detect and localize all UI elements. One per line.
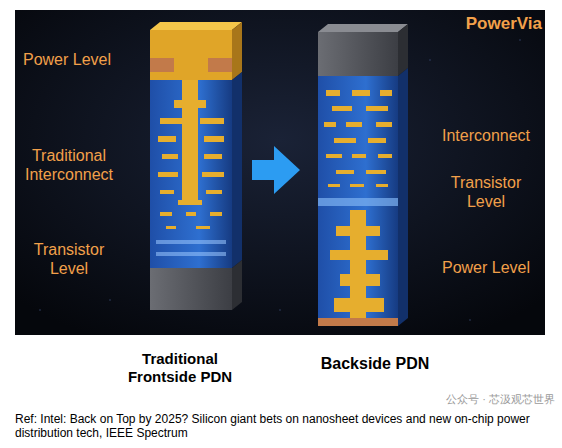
brand-label: PowerVia [430, 14, 542, 34]
layer-label: Power Level [440, 258, 532, 277]
layer-label: Traditional Interconnect [14, 146, 124, 184]
caption-label: Traditional Frontside PDN [120, 350, 240, 386]
dark-panel [15, 10, 545, 335]
frontside-pillar [150, 22, 242, 310]
layer-label: Power Level [22, 50, 112, 69]
layer-label: Transistor Level [430, 173, 542, 211]
reference-note: Ref: Intel: Back on Top by 2025? Silicon… [15, 412, 550, 441]
watermark: 公众号 · 芯汲观芯世界 [400, 393, 555, 406]
caption-label: Backside PDN [300, 354, 450, 373]
backside-pillar [318, 24, 408, 326]
transition-arrow [252, 146, 300, 194]
layer-label: Interconnect [430, 126, 542, 145]
layer-label: Transistor Level [14, 240, 124, 278]
